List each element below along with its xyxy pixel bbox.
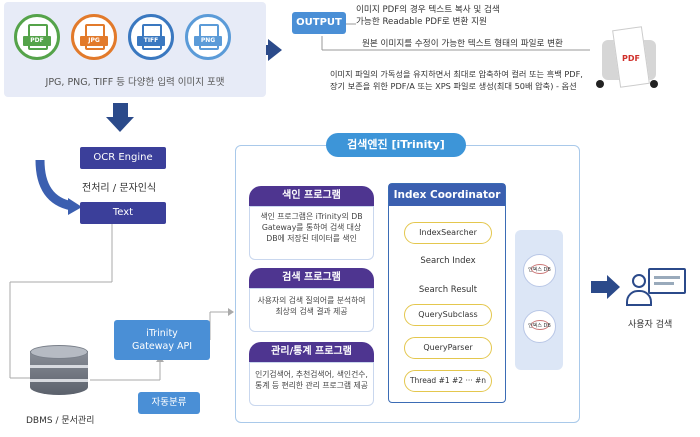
gateway-line2: Gateway API [131, 341, 192, 352]
output-line2: 가능한 Readable PDF로 변환 지원 [356, 17, 487, 27]
down-arrow-ocr [106, 103, 134, 132]
query-subclass-pill: QuerySubclass [404, 304, 492, 326]
search-program-panel: 검색 프로그램 사용자의 검색 질의어를 분석하여 최상의 검색 결과 제공 [249, 268, 374, 332]
index-program-line2: Gateway를 통하여 검색 대상 [261, 223, 362, 232]
search-program-line1: 사용자의 검색 질의어를 분석하여 [257, 296, 366, 305]
jpg-file-icon: JPG [71, 14, 117, 60]
gateway-api-box: iTrinity Gateway API [114, 320, 210, 360]
search-index-label: Search Index [420, 256, 476, 266]
output-line4: 이미지 파일의 가독성을 유지하면서 최대로 압축하여 컬러 또는 흑백 PDF… [330, 69, 583, 79]
curved-arrow [35, 159, 74, 211]
dbms-label: DBMS / 문서관리 [26, 416, 95, 426]
ocr-engine-box: OCR Engine [80, 147, 166, 169]
index-program-panel: 색인 프로그램 색인 프로그램은 iTrinity의 DB Gateway를 통… [249, 186, 374, 260]
index-coordinator-title: Index Coordinator [389, 184, 505, 206]
index-searcher-pill: IndexSearcher [404, 222, 492, 244]
gateway-line1: iTrinity [146, 328, 178, 339]
index-program-title: 색인 프로그램 [249, 186, 374, 206]
user-search-icon [626, 268, 690, 310]
auto-classification-box: 자동분류 [138, 392, 200, 414]
input-caption: JPG, PNG, TIFF 등 다양한 입력 이미지 포맷 [45, 77, 225, 88]
search-result-label: Search Result [418, 285, 478, 295]
thread-pill: Thread #1 #2 ··· #n [404, 370, 492, 392]
output-line1: 이미지 PDF의 경우 텍스트 복사 및 검색 [356, 5, 500, 15]
admin-program-line1: 인기검색어, 추천검색어, 색인건수, [255, 370, 368, 379]
admin-program-title: 관리/통계 프로그램 [249, 342, 374, 362]
output-line5: 장기 보존을 위한 PDF/A 또는 XPS 파일로 생성(최대 50배 압축)… [330, 81, 577, 91]
index-db-column: 인덱스 DB 인덱스 DB [515, 230, 563, 370]
preprocess-label: 전처리 / 문자인식 [82, 183, 157, 194]
index-program-line3: DB에 저장된 데이터를 색인 [266, 234, 357, 243]
admin-program-panel: 관리/통계 프로그램 인기검색어, 추천검색어, 색인건수, 통계 등 편리한 … [249, 342, 374, 406]
search-engine-title: 검색엔진 [iTrinity] [326, 133, 466, 157]
index-db-1: 인덱스 DB [523, 254, 556, 287]
input-formats-panel: PDF JPG TIFF PNG JPG, PNG, TIFF 등 다양한 입력… [4, 2, 266, 97]
query-parser-pill: QueryParser [404, 337, 492, 359]
search-program-title: 검색 프로그램 [249, 268, 374, 288]
dbms-cylinder-icon [30, 345, 88, 401]
text-box: Text [80, 202, 166, 224]
right-arrow-user [591, 275, 620, 299]
index-program-line1: 색인 프로그램은 iTrinity의 DB [260, 212, 363, 221]
tiff-file-icon: TIFF [128, 14, 174, 60]
output-line3: 원본 이미지를 수정이 가능한 텍스트 형태의 파일로 변환 [362, 39, 563, 49]
output-label: OUTPUT [292, 12, 346, 34]
index-coordinator-panel: Index Coordinator IndexSearcher Search I… [388, 183, 506, 403]
pdf-printer-icon: PDF [596, 26, 660, 92]
search-program-line2: 최상의 검색 결과 제공 [275, 307, 348, 316]
png-file-icon: PNG [185, 14, 231, 60]
admin-program-line2: 통계 등 편리한 관리 프로그램 제공 [255, 381, 368, 390]
user-search-label: 사용자 검색 [628, 320, 673, 330]
index-db-2: 인덱스 DB [523, 310, 556, 343]
pdf-file-icon: PDF [14, 14, 60, 60]
